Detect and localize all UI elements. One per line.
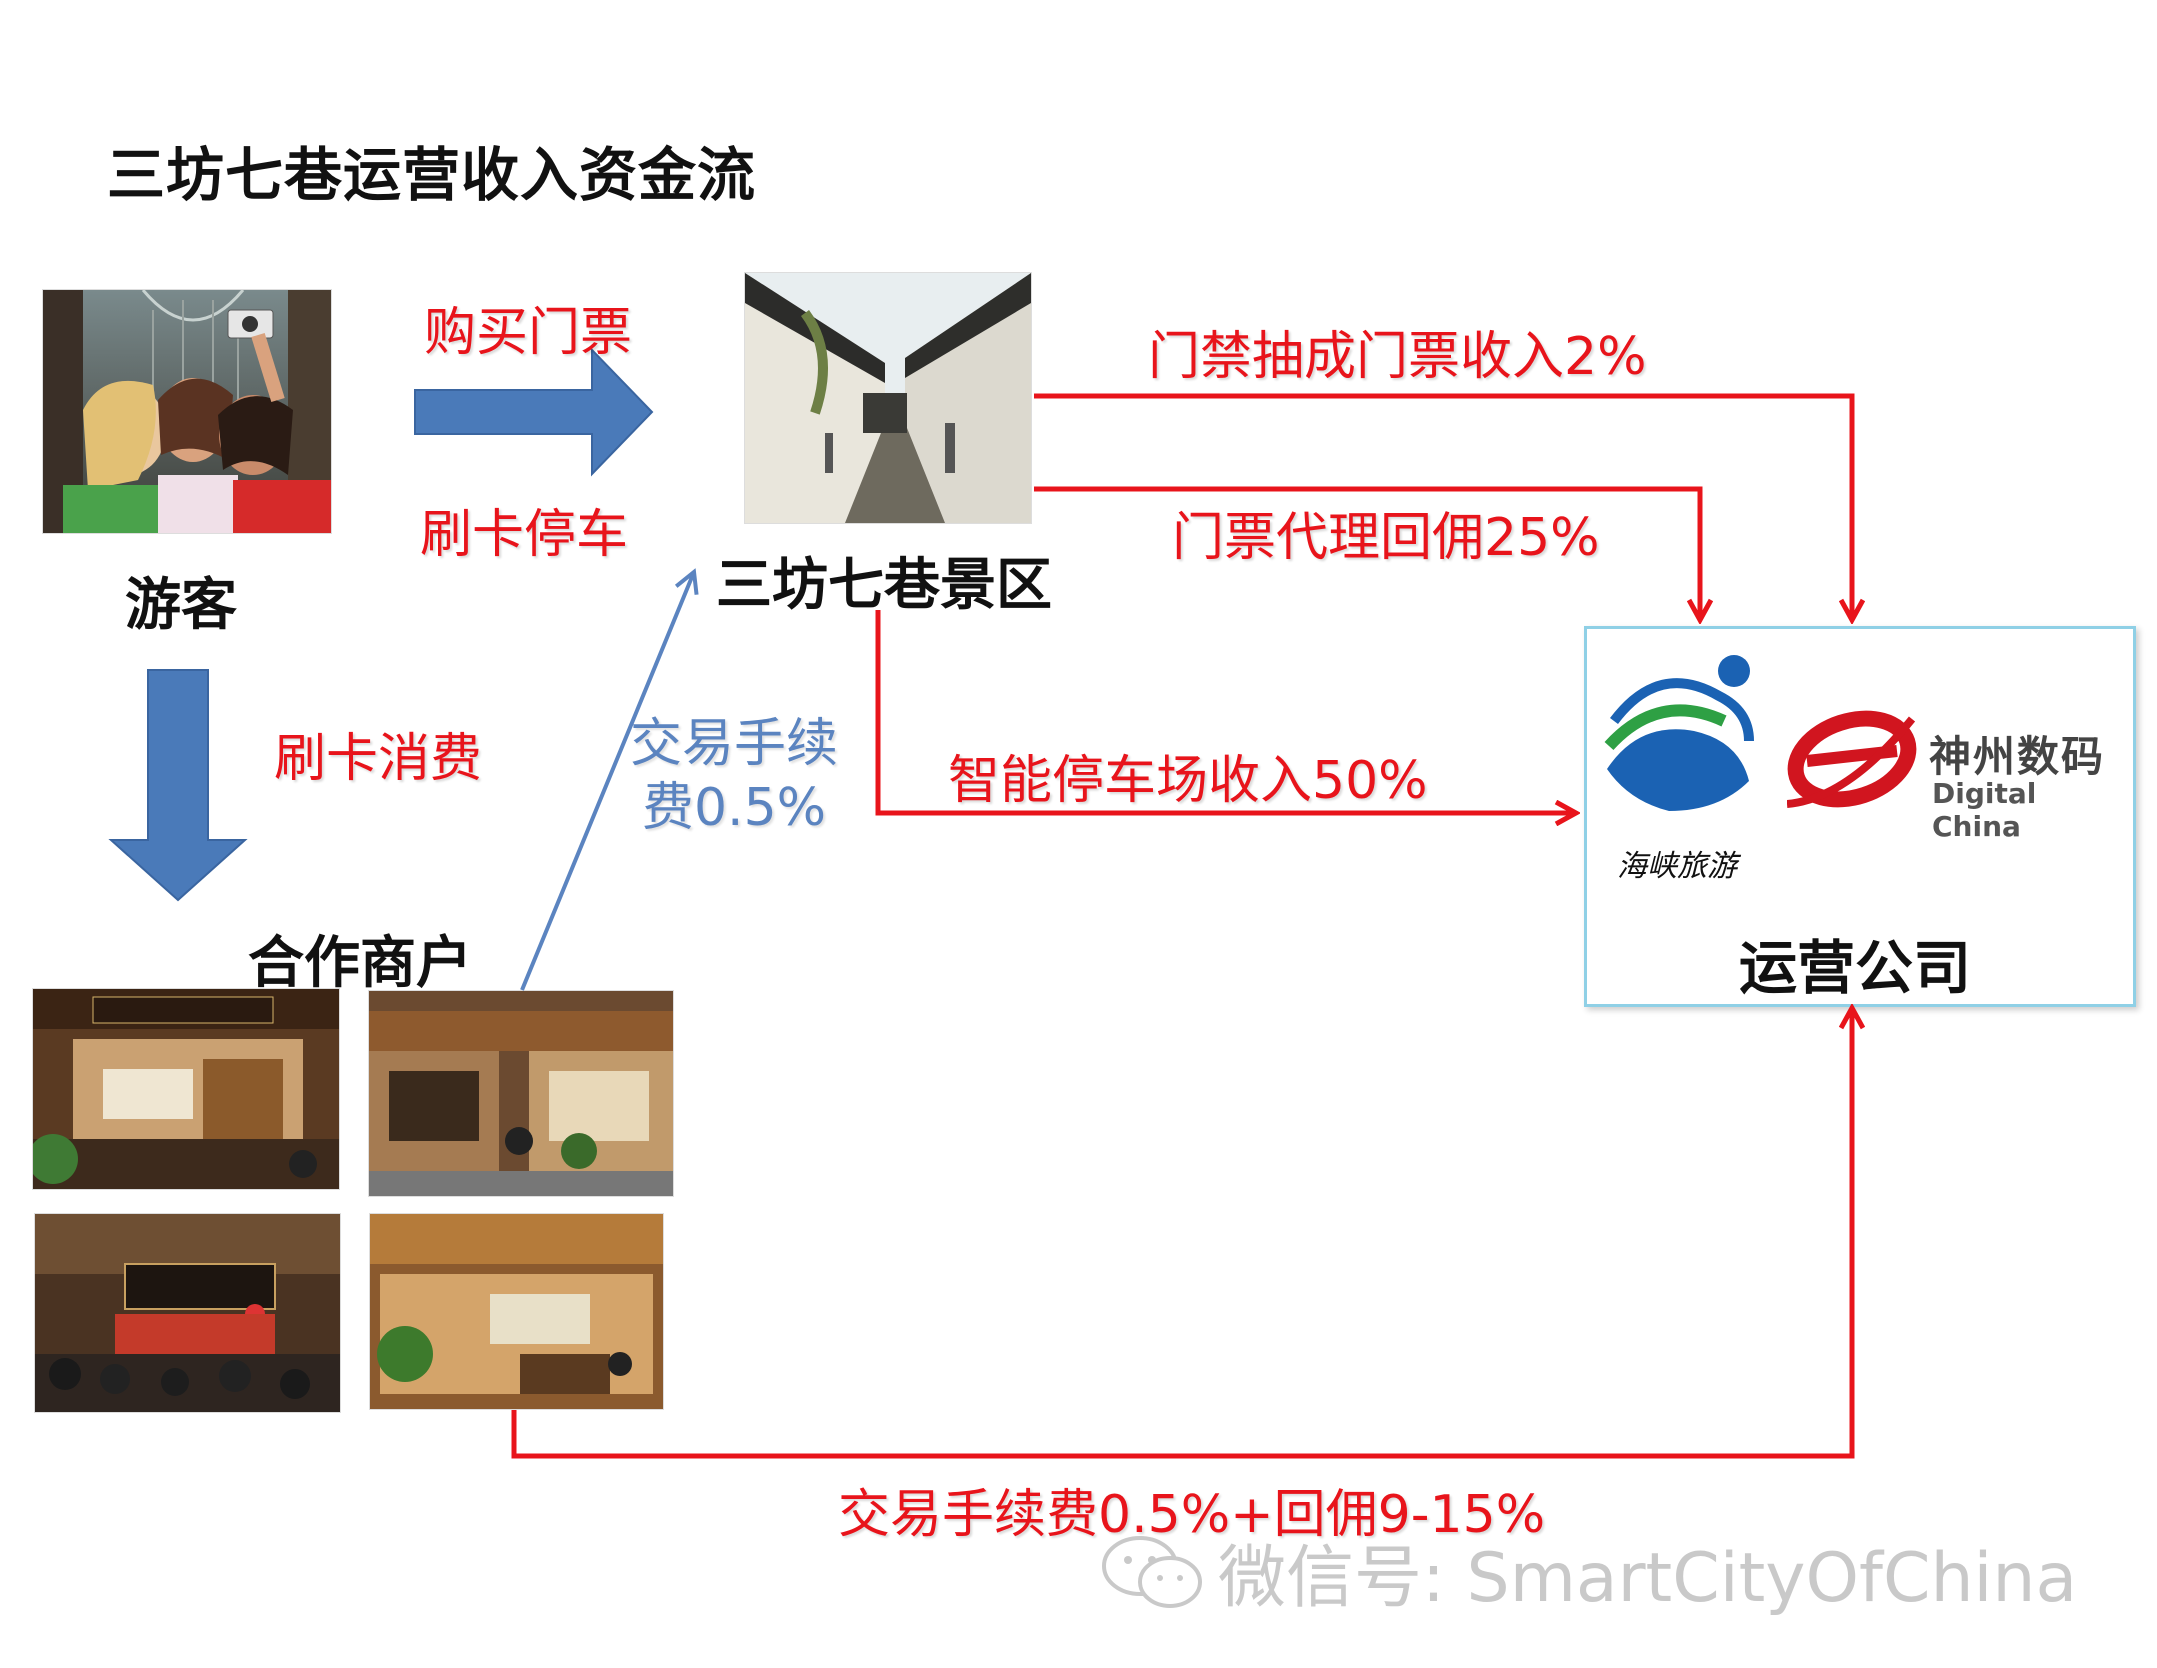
page-title: 三坊七巷运营收入资金流 [107, 141, 757, 209]
scenic-area-photo [744, 272, 1032, 524]
merchant-photo-2 [368, 990, 674, 1197]
label-fee-line2: 费0.5% [641, 778, 827, 838]
label-gate-commission: 门禁抽成门票收入2% [1148, 327, 1647, 387]
digital-china-name-cn: 神州数码 [1929, 732, 2106, 781]
label-transaction-fee-blue: 交易手续 费0.5% [630, 712, 838, 840]
haixia-logo-text: 海峡旅游 [1617, 849, 1737, 884]
red-line-ticket [1034, 486, 1700, 620]
haixia-tourism-logo [1604, 655, 1754, 811]
label-buy-ticket: 购买门票 [424, 303, 633, 363]
merchant-photo-4 [369, 1213, 664, 1410]
merchant-photo-3 [34, 1213, 341, 1413]
label-parking-income: 智能停车场收入50% [948, 751, 1428, 811]
red-line-parking [875, 610, 1576, 813]
tourist-photo [42, 289, 332, 534]
label-merchant-fee: 交易手续费0.5%+回佣9-15% [838, 1485, 1546, 1545]
label-card-spending: 刷卡消费 [274, 729, 483, 789]
merchant-photo-1 [32, 988, 340, 1190]
wechat-icon [1102, 1536, 1202, 1608]
blue-arrow-down [108, 669, 248, 902]
tourist-label: 游客 [125, 573, 237, 638]
digital-china-logo-mark [1787, 710, 1917, 808]
operator-company-box: 海峡旅游 神州数码 Digital China 运营公司 [1584, 626, 2136, 1007]
blue-arrow-right [414, 347, 654, 477]
watermark-text: 微信号: SmartCityOfChina [1218, 1539, 2078, 1618]
red-line-gate [1034, 393, 1852, 620]
operator-label: 运营公司 [1739, 934, 1972, 1002]
scenic-area-label: 三坊七巷景区 [716, 553, 1052, 618]
label-ticket-agent: 门票代理回佣25% [1172, 508, 1600, 568]
thin-blue-arrow [520, 572, 694, 991]
digital-china-name-en: Digital China [1932, 777, 2037, 843]
label-card-parking: 刷卡停车 [420, 505, 629, 565]
merchants-label: 合作商户 [248, 931, 472, 996]
label-fee-line1: 交易手续 [630, 714, 839, 774]
red-line-merchant [511, 1008, 1852, 1459]
